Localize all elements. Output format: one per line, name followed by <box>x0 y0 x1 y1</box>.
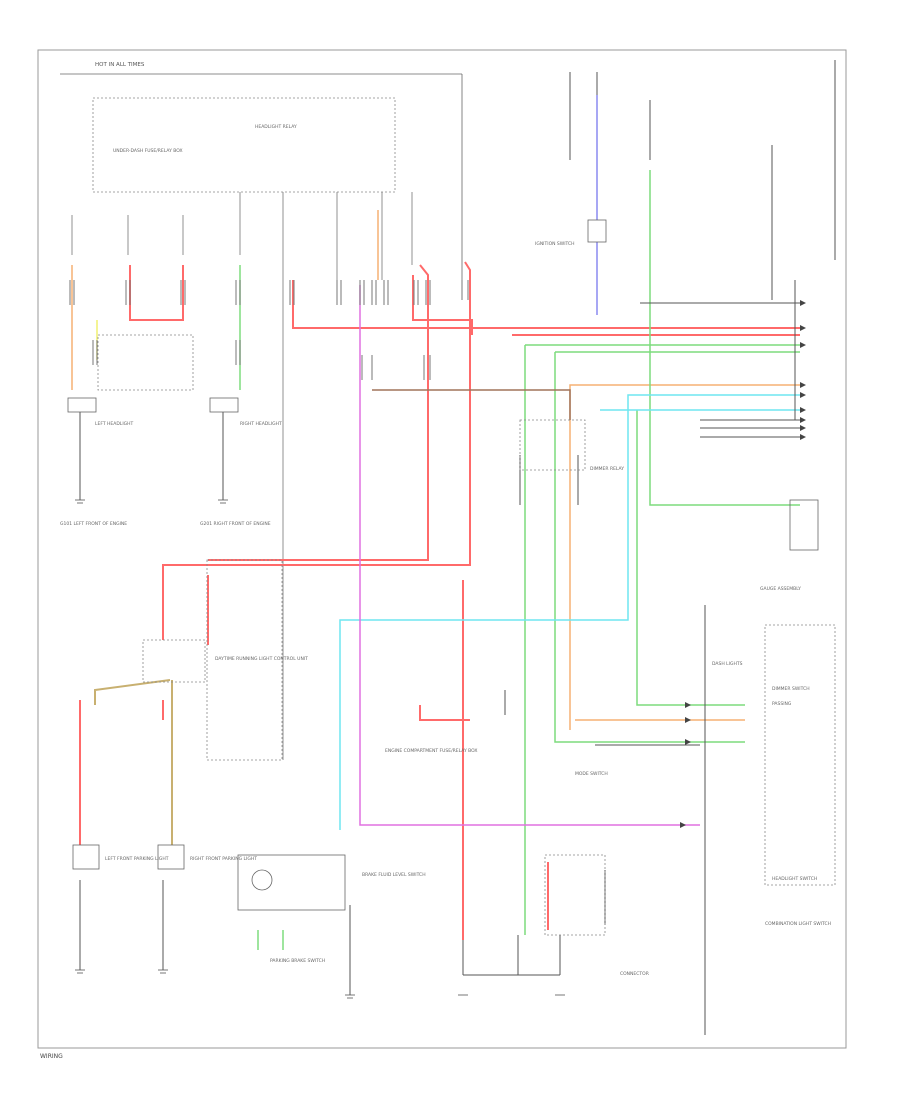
ignition-label: IGNITION SWITCH <box>535 241 575 247</box>
brake-fluid-label: BRAKE FLUID LEVEL SWITCH <box>362 872 426 878</box>
green-wires <box>239 170 800 950</box>
left-headlight-label: LEFT HEADLIGHT <box>95 421 134 427</box>
dimmer-switch-label: DIMMER SWITCH <box>772 686 810 692</box>
component-symbols <box>67 219 819 911</box>
orange-wires <box>71 210 800 730</box>
footer-code: WIRING <box>40 1053 63 1060</box>
parking-brake-label: PARKING BRAKE SWITCH <box>270 958 325 964</box>
right-ground-label: G201 RIGHT FRONT OF ENGINE <box>200 521 271 527</box>
passing-label: PASSING <box>772 701 792 707</box>
hot-label: HOT IN ALL TIMES <box>95 62 145 68</box>
magenta-wire <box>359 285 700 826</box>
relay-box-label: UNDER-DASH FUSE/RELAY BOX <box>113 148 183 154</box>
mode-switch-label: MODE SWITCH <box>575 771 608 777</box>
connector-label: CONNECTOR <box>620 971 649 977</box>
right-parking-label: RIGHT FRONT PARKING LIGHT <box>190 856 257 862</box>
relay-box <box>92 97 396 193</box>
headlight-switch-label: HEADLIGHT SWITCH <box>772 876 817 882</box>
black-wires <box>79 60 836 1035</box>
dash-lights-label: DASH LIGHTS <box>712 661 743 667</box>
ground-symbols <box>75 499 565 999</box>
engine-compartment-label: ENGINE COMPARTMENT FUSE/RELAY BOX <box>385 748 478 754</box>
main-relay-label: HEADLIGHT RELAY <box>255 124 297 130</box>
left-ground-label: G101 LEFT FRONT OF ENGINE <box>60 521 127 527</box>
combination-switch-label: COMBINATION LIGHT SWITCH <box>765 921 831 927</box>
right-headlight-label: RIGHT HEADLIGHT <box>240 421 282 427</box>
connector-pins <box>69 280 469 380</box>
dimmer-relay-label: DAYTIME RUNNING LIGHT CONTROL UNIT <box>215 656 308 662</box>
tan-wire-left <box>94 679 171 705</box>
dimmer-unit-label: DIMMER RELAY <box>590 466 624 472</box>
left-parking-label: LEFT FRONT PARKING LIGHT <box>105 856 169 862</box>
gauge-label: GAUGE ASSEMBLY <box>760 586 801 592</box>
right-connector-arrows <box>680 300 806 828</box>
diagram-border <box>37 49 847 1049</box>
cyan-wires <box>339 394 800 830</box>
fuse-stubs <box>71 192 413 760</box>
component-boxes <box>97 334 836 936</box>
red-wires <box>79 261 800 940</box>
brown-wire <box>372 389 571 420</box>
